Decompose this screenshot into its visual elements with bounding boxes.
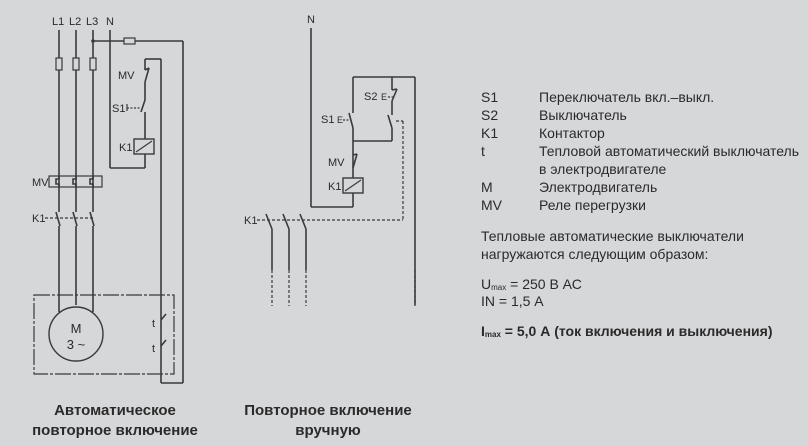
k1-coil-label: K1 <box>119 142 132 154</box>
legend-row: K1 Контактор <box>481 124 808 142</box>
imax-line: Imax = 5,0 А (ток включения и выключения… <box>481 322 773 344</box>
umax-symbol: U <box>481 276 492 292</box>
mv-contact-right <box>352 153 358 169</box>
s1-contact-right <box>348 112 354 129</box>
legend-value: Электродвигатель <box>539 179 658 195</box>
legend-row: S1 Переключатель вкл.–выкл. <box>481 88 808 106</box>
motor-symbol <box>48 306 104 362</box>
caption-automatic-line1: Автоматическое <box>54 402 176 419</box>
k1-holding-contact <box>387 114 393 129</box>
imax-value: = 5,0 А (ток включения и выключения) <box>500 323 773 339</box>
legend: S1 Переключатель вкл.–выкл. S2 Выключате… <box>481 88 808 214</box>
thermal-switch-note: Тепловые автоматические выключатели нагр… <box>481 228 744 262</box>
legend-value: Тепловой автоматический выключатель в эл… <box>539 143 800 177</box>
phase-label-n: N <box>106 16 114 28</box>
s1-e-marker: E <box>337 115 343 125</box>
s1-contact <box>140 99 146 113</box>
motor-phase-label: 3 ~ <box>67 337 86 352</box>
n-label: N <box>307 14 315 26</box>
fuse-l1 <box>55 57 63 71</box>
imax-symbol: I <box>481 323 485 339</box>
imax-sub: max <box>484 330 501 339</box>
legend-key: K1 <box>481 125 499 141</box>
mv-label-right: MV <box>328 157 345 169</box>
legend-row: MV Реле перегрузки <box>481 196 808 214</box>
umax-line: Umax = 250 В АС <box>481 275 582 297</box>
s2-e-marker: E <box>381 92 387 102</box>
s2-label: S2 <box>364 91 377 103</box>
automatic-restart-diagram: L1 L2 L3 N MV S1 K1 <box>32 16 198 439</box>
k1-contact-label-right: K1 <box>244 215 257 227</box>
legend-value: Выключатель <box>539 107 627 123</box>
thermal-switch-2 <box>160 339 167 347</box>
k1-coil-label-right: K1 <box>328 181 341 193</box>
s1-label-right: S1 <box>321 114 334 126</box>
legend-value: Переключатель вкл.–выкл. <box>539 89 715 105</box>
legend-key: S1 <box>481 89 499 105</box>
umax-value: = 250 В АС <box>506 276 582 292</box>
legend-key: t <box>481 143 485 159</box>
mv-contact <box>144 67 150 83</box>
caption-manual-line2: вручную <box>295 422 361 439</box>
phase-label-l1: L1 <box>52 16 64 28</box>
caption-automatic-line2: повторное включение <box>32 422 198 439</box>
legend-key: MV <box>481 197 502 213</box>
legend-row: t Тепловой автоматический выключатель в … <box>481 142 808 178</box>
umax-sub: max <box>491 283 507 292</box>
caption-manual-line1: Повторное включение <box>244 402 412 419</box>
fuse-l3 <box>89 57 97 71</box>
legend-value: Контактор <box>539 125 605 141</box>
legend-row: S2 Выключатель <box>481 106 808 124</box>
thermal-switch-label-2: t <box>152 343 155 355</box>
control-fuse <box>123 37 136 45</box>
s2-contact <box>391 88 398 102</box>
legend-key: M <box>481 179 493 195</box>
thermal-switch-label-1: t <box>152 318 155 330</box>
mv-contact-label: MV <box>118 70 135 82</box>
motor-label: M <box>71 321 82 336</box>
overload-relay-label: MV <box>32 177 49 189</box>
k1-contact-label: K1 <box>32 213 45 225</box>
manual-restart-diagram: N S2 E S1 E MV K1 K1 <box>244 14 416 439</box>
legend-key: S2 <box>481 107 499 123</box>
fuse-l2 <box>72 57 80 71</box>
legend-row: M Электродвигатель <box>481 178 808 196</box>
motor-enclosure <box>33 294 175 375</box>
in-line: IN = 1,5 А <box>481 293 544 309</box>
legend-value: Реле перегрузки <box>539 197 646 213</box>
s1-label: S1 <box>112 103 125 115</box>
phase-label-l3: L3 <box>86 16 98 28</box>
phase-label-l2: L2 <box>69 16 81 28</box>
thermal-switch-1 <box>160 313 167 321</box>
